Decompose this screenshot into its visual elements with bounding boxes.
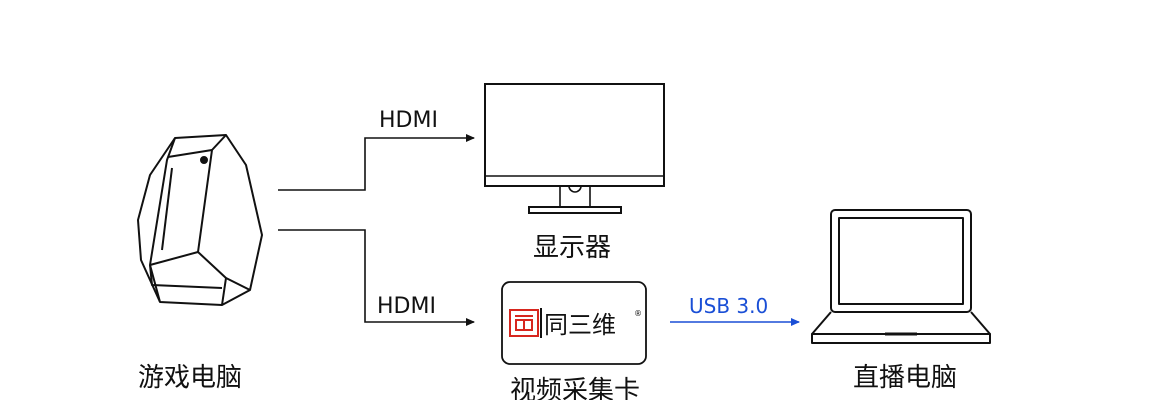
gaming-pc-label: 游戏电脑 [138,363,242,393]
monitor-icon [484,83,665,214]
hdmi-label-capture: HDMI [377,294,436,319]
monitor-label: 显示器 [533,233,611,263]
gaming-pc-icon [137,134,263,306]
capture-card-label: 视频采集卡 [510,376,640,400]
hdmi-label-monitor: HDMI [379,108,438,133]
capture-card-brand: 同三维 [544,311,616,339]
hdmi-line-to-capture [278,229,475,326]
laptop-icon [811,209,991,344]
streaming-pc-label: 直播电脑 [853,363,957,393]
hdmi-line-to-monitor [278,134,475,191]
brand-logo-mark [509,309,539,337]
capture-card-registered-mark: ® [634,309,642,318]
capture-card-icon: 同三维 ® [501,281,647,365]
usb-label: USB 3.0 [689,294,768,318]
